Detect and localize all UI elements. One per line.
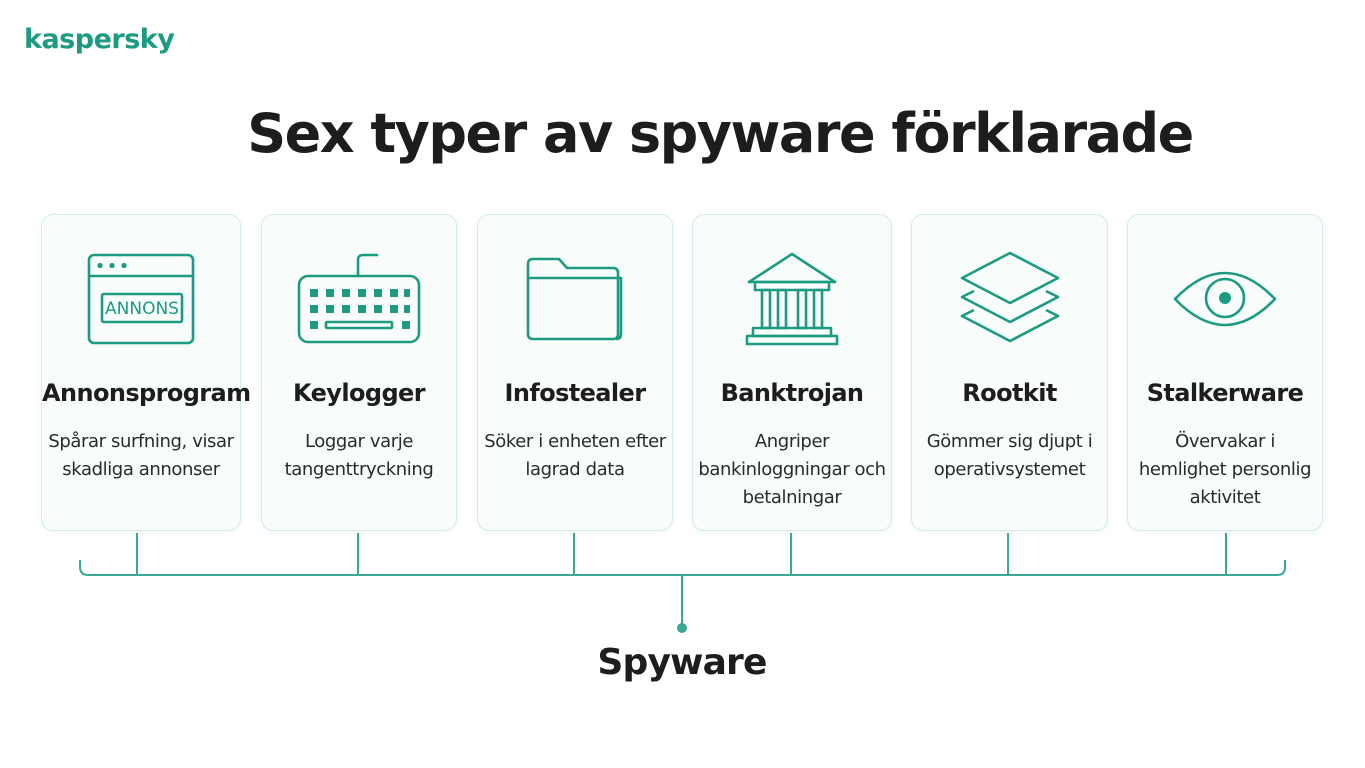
root-label: Spyware [597,642,767,683]
card-description: Loggar varje tangenttryckning [284,431,434,480]
card-infostealer: Infostealer Söker i enheten efter lagrad… [477,214,673,531]
kaspersky-logo: kaspersky [24,24,175,55]
ad-label-text: ANNONS [105,299,179,319]
card-annonsprogram: ANNONS Annonsprogram Spårar surfning, vi… [41,214,251,531]
connector-bracket [79,560,1286,576]
card-rootkit: Rootkit Gömmer sig djupt i operativsyste… [911,214,1108,531]
card-title: Banktrojan [720,379,864,407]
card-stalkerware: Stalkerware Övervakar i hemlighet person… [1127,214,1323,531]
card-title: Rootkit [962,379,1057,407]
card-title: Stalkerware [1146,379,1304,407]
card-description: Gömmer sig djupt i operativsystemet [926,431,1093,480]
keyboard-icon [297,253,421,344]
eye-icon [1173,271,1277,327]
card-description: Övervakar i hemlighet personlig aktivite… [1138,431,1312,508]
browser-window-ad-icon: ANNONS [87,253,195,345]
card-title: Annonsprogram [42,379,251,407]
card-title: Infostealer [504,379,647,407]
folder-icon [526,257,623,341]
card-description: Angriper bankinloggningar och betalninga… [698,431,886,508]
layers-icon [960,251,1059,343]
diagram-title: Sex typer av spyware förklarade [247,102,1194,165]
card-keylogger: Keylogger Loggar varje tangenttryckning [261,214,457,531]
card-description: Spårar surfning, visar skadliga annonser [48,431,234,480]
connector-root-dot [677,623,687,633]
card-description: Söker i enheten efter lagrad data [484,431,666,480]
bank-icon [745,252,839,346]
card-title: Keylogger [293,379,425,407]
card-banktrojan: Banktrojan Angriper bankinloggningar och… [692,214,892,531]
